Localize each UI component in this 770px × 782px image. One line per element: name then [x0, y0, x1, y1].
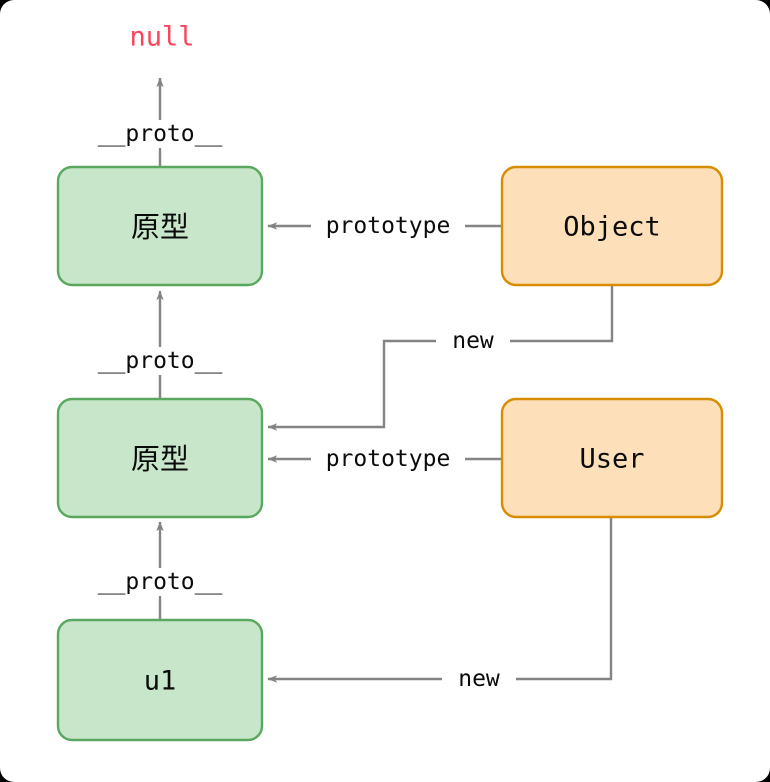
edge-label-backdrop: [442, 665, 516, 693]
node-object-prototype[interactable]: 原型: [56, 165, 264, 287]
edge-label-backdrop: [83, 347, 237, 375]
edge-u1-to-userproto: __proto__: [83, 521, 237, 620]
node-label-user-constructor: User: [579, 444, 644, 475]
edge-label-proto-null: __proto__: [98, 121, 223, 147]
edge-label-object-prototype: prototype: [326, 213, 451, 239]
edge-label-backdrop: [83, 568, 237, 596]
edge-line: [267, 285, 614, 431]
edge-object-to-objproto: prototype: [267, 212, 502, 240]
node-u1-instance[interactable]: u1: [56, 618, 264, 742]
edge-label-backdrop: [83, 120, 237, 148]
edge-label-backdrop: [311, 212, 465, 240]
node-label-object-constructor: Object: [563, 212, 661, 243]
edge-label-object-new: new: [452, 328, 494, 354]
edge-label-backdrop: [311, 445, 465, 473]
edge-label-proto-u1: __proto__: [98, 569, 223, 595]
node-box[interactable]: [500, 397, 724, 519]
terminal-null-label: null: [129, 22, 194, 53]
node-label-user-prototype: 原型: [131, 442, 189, 476]
edge-line: [267, 517, 613, 683]
edge-label-user-prototype: prototype: [326, 446, 451, 472]
edge-user-new-u1: new: [267, 517, 613, 693]
edge-label-user-new: new: [458, 666, 500, 692]
edge-label-proto-userproto: __proto__: [98, 348, 223, 374]
edge-label-backdrop: [436, 327, 510, 355]
node-box[interactable]: [56, 397, 264, 519]
node-label-object-prototype: 原型: [131, 210, 189, 244]
edge-user-to-userproto: prototype: [267, 445, 502, 473]
node-box[interactable]: [500, 165, 724, 287]
node-user-constructor[interactable]: User: [500, 397, 724, 519]
node-box[interactable]: [56, 165, 264, 287]
edge-object-new-userproto: new: [267, 285, 614, 431]
node-box[interactable]: [56, 618, 264, 742]
edge-userproto-to-objproto: __proto__: [83, 290, 237, 399]
edge-objproto-to-null: __proto__: [83, 77, 237, 167]
node-label-u1-instance: u1: [144, 666, 177, 697]
node-user-prototype[interactable]: 原型: [56, 397, 264, 519]
node-object-constructor[interactable]: Object: [500, 165, 724, 287]
